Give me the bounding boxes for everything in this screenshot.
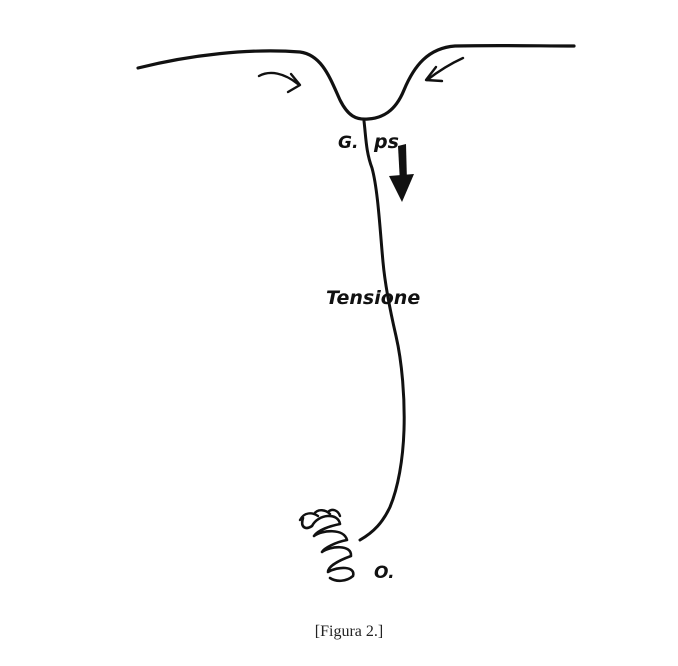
surface-curve [136,43,576,121]
coil-top-ends [298,508,342,522]
left-inflow-arrowhead [286,72,302,94]
right-inflow-arrow [425,56,465,82]
right-inflow-arrowhead [424,65,444,83]
label-g: G. [338,133,358,153]
left-inflow-arrow [257,71,300,86]
label-ps: ps [373,131,399,153]
figure-caption: [Figura 2.] [315,623,383,640]
downward-arrow-shaft [398,144,407,183]
label-tensione: Tensione [326,287,420,309]
label-o: O. [374,563,395,583]
downward-arrow-head [389,174,414,202]
tension-line [358,119,406,542]
coil-loops [300,514,355,583]
